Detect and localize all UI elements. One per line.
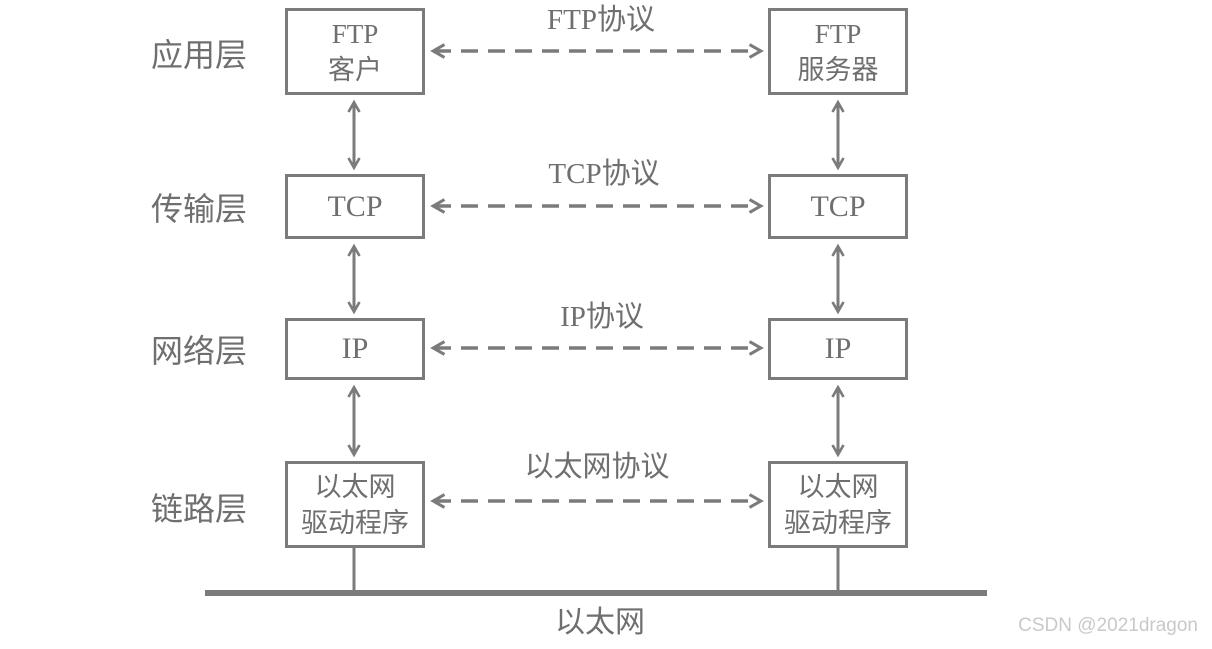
box-ip-right-label: IP [824, 332, 852, 365]
watermark-text: CSDN @2021dragon [1018, 615, 1198, 636]
layer-label-transport: 传输层 [150, 191, 247, 227]
box-ip-right: IP [768, 318, 908, 380]
box-ftp-server-line1: FTP [814, 18, 862, 49]
box-ftp-client-line1: FTP [331, 18, 379, 49]
protocol-label-tcp: TCP协议 [548, 158, 660, 190]
layer-label-network: 网络层 [150, 333, 247, 369]
protocol-label-ftp: FTP协议 [547, 4, 655, 36]
box-ethernet-driver-right-line1: 以太网 [797, 471, 879, 502]
layer-label-link: 链路层 [150, 491, 247, 527]
box-tcp-left: TCP [285, 174, 425, 239]
box-ftp-server-line2: 服务器 [797, 54, 879, 85]
box-ftp-server: FTP 服务器 [768, 8, 908, 95]
box-tcp-right-label: TCP [810, 189, 866, 223]
box-ftp-client: FTP 客户 [285, 8, 425, 95]
layer-label-application: 应用层 [150, 37, 247, 73]
box-tcp-right: TCP [768, 174, 908, 239]
box-ethernet-driver-right: 以太网 驱动程序 [768, 461, 908, 548]
ethernet-bus-label: 以太网 [555, 606, 645, 639]
box-tcp-left-label: TCP [327, 189, 383, 223]
box-ethernet-driver-right-line2: 驱动程序 [784, 507, 892, 538]
box-ethernet-driver-left-line2: 驱动程序 [301, 507, 409, 538]
box-ip-left: IP [285, 318, 425, 380]
protocol-label-ip: IP协议 [560, 301, 644, 333]
box-ethernet-driver-left-line1: 以太网 [314, 471, 396, 502]
box-ethernet-driver-left: 以太网 驱动程序 [285, 461, 425, 548]
box-ftp-client-line2: 客户 [328, 54, 382, 85]
box-ip-left-label: IP [341, 332, 369, 365]
protocol-label-ethernet: 以太网协议 [524, 451, 670, 483]
